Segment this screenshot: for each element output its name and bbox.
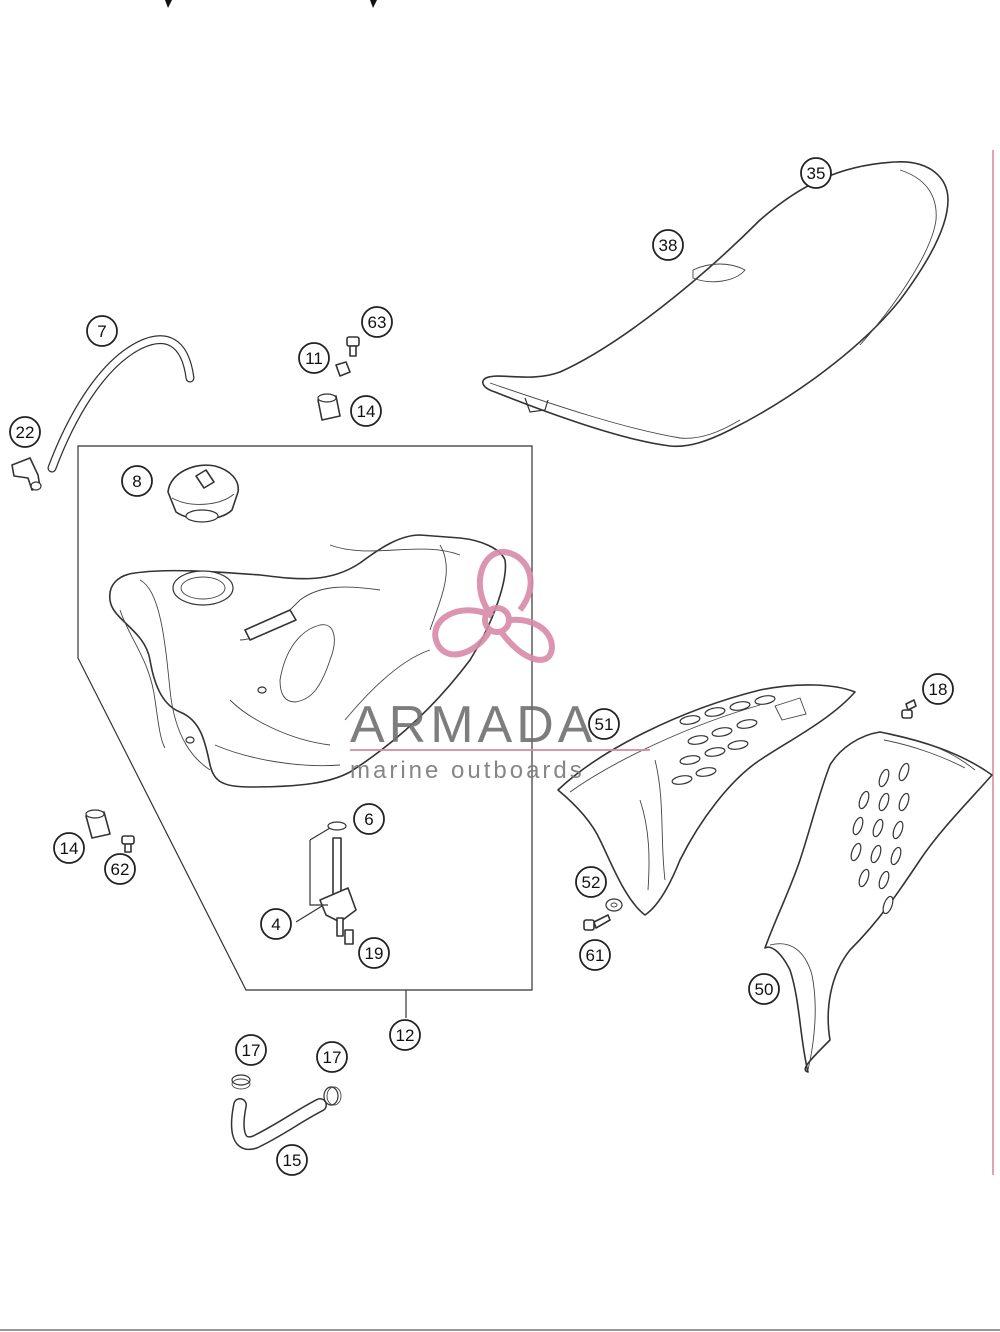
leader-line <box>295 905 323 923</box>
callout-circle-12 <box>389 1019 421 1051</box>
seat-part[interactable] <box>481 161 949 448</box>
right-side-cover[interactable] <box>764 731 993 1073</box>
fuel-cap[interactable] <box>167 464 240 523</box>
right-side-cover-slots <box>850 762 910 915</box>
callout-label-12[interactable]: 12 <box>396 1026 415 1045</box>
fuel-tank[interactable] <box>109 534 507 788</box>
callout-label-50[interactable]: 50 <box>755 980 774 999</box>
o-ring[interactable] <box>327 821 347 831</box>
callout-circle-51 <box>588 708 620 740</box>
leader-line <box>309 840 328 906</box>
callout-label-15[interactable]: 15 <box>283 1151 302 1170</box>
callout-label-4[interactable]: 4 <box>271 915 280 934</box>
left-side-cover[interactable] <box>557 684 856 916</box>
rubber-bushing-14-left[interactable] <box>85 809 111 839</box>
elbow-fitting[interactable] <box>11 457 42 491</box>
callout-circle-52 <box>575 866 607 898</box>
callout-circle-17a <box>235 1034 267 1066</box>
hose-clamp-17-left[interactable] <box>231 1074 251 1090</box>
left-side-cover-slots <box>671 695 807 785</box>
callout-label-61[interactable]: 61 <box>586 946 605 965</box>
screw-61[interactable] <box>583 914 611 931</box>
callout-label-7[interactable]: 7 <box>97 322 106 341</box>
callout-label-63[interactable]: 63 <box>368 313 387 332</box>
callout-label-62[interactable]: 62 <box>111 860 130 879</box>
callout-label-17b[interactable]: 17 <box>323 1048 342 1067</box>
callout-label-17a[interactable]: 17 <box>242 1041 261 1060</box>
callout-circle-4 <box>260 908 292 940</box>
callout-circle-19 <box>358 937 390 969</box>
hose-clamp-17-right[interactable] <box>323 1086 342 1106</box>
callout-circle-14a <box>350 395 382 427</box>
screw-18[interactable] <box>901 699 917 719</box>
callout-circle-7 <box>86 315 118 347</box>
nut-11[interactable] <box>335 361 351 377</box>
callout-label-51[interactable]: 51 <box>595 715 614 734</box>
callout-circle-63 <box>361 306 393 338</box>
armada-watermark: ARMADA marine outboards <box>350 549 650 784</box>
callout-circle-35 <box>800 157 832 189</box>
callout-circle-18 <box>922 673 954 705</box>
callout-label-11[interactable]: 11 <box>305 349 323 368</box>
propeller-logo-icon <box>432 549 556 663</box>
leader-line <box>309 827 331 841</box>
watermark-title: ARMADA <box>350 696 596 754</box>
rubber-bushing-14-top[interactable] <box>317 393 341 421</box>
callout-circle-8 <box>121 465 153 497</box>
callout-label-52[interactable]: 52 <box>582 873 601 892</box>
callout-label-14b[interactable]: 14 <box>60 839 79 858</box>
callout-circle-62 <box>104 853 136 885</box>
callout-circle-15 <box>276 1144 308 1176</box>
cropped-heading-fragment <box>165 0 377 8</box>
callout-circle-6 <box>353 803 385 835</box>
callout-labels: 35 38 7 63 11 14 22 8 18 51 6 14 62 4 19 52 61 50 12 17 17 15 <box>9 157 954 1176</box>
callout-label-14a[interactable]: 14 <box>357 402 376 421</box>
callout-circle-50 <box>748 973 780 1005</box>
fuel-hose[interactable] <box>230 1098 327 1151</box>
callout-label-35[interactable]: 35 <box>807 164 826 183</box>
screw-63[interactable] <box>346 336 360 357</box>
callout-label-18[interactable]: 18 <box>929 680 948 699</box>
fuel-tap[interactable] <box>319 837 357 945</box>
callout-label-19[interactable]: 19 <box>365 944 384 963</box>
callout-label-8[interactable]: 8 <box>132 472 141 491</box>
callout-label-38[interactable]: 38 <box>659 236 678 255</box>
callout-label-22[interactable]: 22 <box>16 423 35 442</box>
callout-circle-17b <box>316 1041 348 1073</box>
fuel-breather-hose[interactable] <box>47 335 195 473</box>
callout-circle-61 <box>579 939 611 971</box>
tank-assembly-outline <box>77 445 533 991</box>
watermark-subtitle: marine outboards <box>350 757 585 784</box>
callout-circle-14b <box>53 832 85 864</box>
washer-52[interactable] <box>605 898 623 912</box>
callout-circle-11 <box>298 342 330 374</box>
callout-circle-38 <box>652 229 684 261</box>
callout-label-6[interactable]: 6 <box>364 810 373 829</box>
screw-62[interactable] <box>121 835 135 853</box>
callout-circle-22 <box>9 416 41 448</box>
